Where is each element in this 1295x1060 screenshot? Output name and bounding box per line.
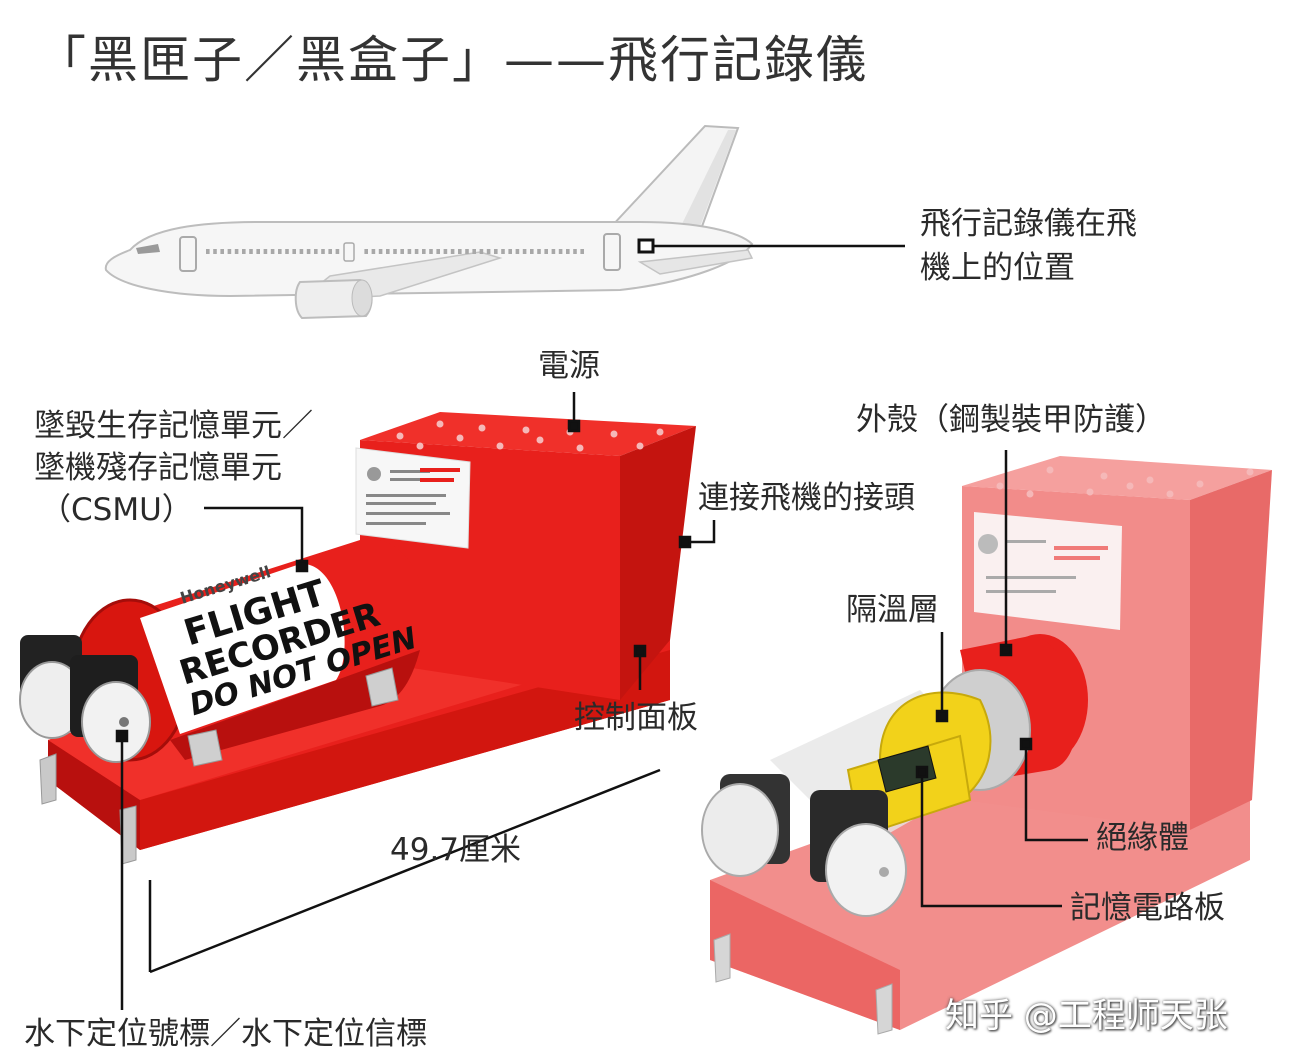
cabin-window — [393, 249, 397, 254]
cabin-window — [299, 249, 304, 254]
leader-lines — [115, 392, 1088, 1010]
cabin-window — [213, 249, 217, 254]
rivet — [610, 430, 618, 438]
cabin-window — [580, 249, 584, 254]
rivet — [1046, 466, 1054, 474]
cabin-window — [227, 249, 232, 254]
cabin-window — [530, 249, 534, 254]
label-shell: 外殼（鋼製裝甲防護） — [856, 402, 1166, 438]
cabin-window — [278, 249, 282, 254]
cabin-window — [321, 249, 325, 254]
rivet — [396, 432, 404, 440]
cabin-window — [371, 249, 376, 254]
label-recorder-location: 飛行記錄儀在飛 — [920, 206, 1137, 242]
cabin-window — [558, 249, 563, 254]
rivet — [456, 434, 464, 442]
cabin-window — [501, 249, 505, 254]
cabin-window — [436, 249, 440, 254]
cabin-window — [472, 249, 476, 254]
cabin-window — [263, 249, 268, 254]
cabin-window — [206, 249, 210, 254]
cabin-window — [544, 249, 548, 254]
cabin-window — [249, 249, 253, 254]
rivet — [416, 442, 424, 450]
label-memory-board: 記憶電路板 — [1070, 890, 1225, 926]
rivet — [996, 482, 1004, 490]
rivet — [576, 444, 584, 452]
top-rivets — [996, 466, 1254, 498]
cabin-window — [285, 249, 289, 254]
label-length: 49.7厘米 — [390, 832, 522, 868]
rivet — [478, 424, 486, 432]
cabin-window — [573, 249, 577, 254]
cabin-window — [335, 249, 340, 254]
cabin-window — [479, 249, 484, 254]
watermark: 知乎 @工程师天张 — [945, 996, 1228, 1036]
cabin-window — [422, 249, 426, 254]
rivet — [1100, 472, 1108, 480]
cabin-window — [515, 249, 520, 254]
cabin-window — [242, 249, 246, 254]
label-control-panel: 控制面板 — [574, 700, 698, 736]
label-beacon: 水下定位號標／水下定位信標 — [24, 1016, 427, 1052]
rivet — [1026, 490, 1034, 498]
label-csmu-1: 墜毀生存記憶單元／ — [34, 408, 313, 444]
cabin-window — [292, 249, 296, 254]
cabin-window — [443, 249, 448, 254]
rivet — [436, 420, 444, 428]
cabin-window — [450, 249, 455, 254]
cabin-window — [234, 249, 239, 254]
rivet — [496, 442, 504, 450]
cabin-window — [270, 249, 275, 254]
rivet — [1086, 488, 1094, 496]
rivet — [522, 426, 530, 434]
cabin-window — [256, 249, 260, 254]
cabin-window — [407, 249, 412, 254]
cabin-window — [378, 249, 383, 254]
label-csmu-2: 墜機殘存記憶單元 — [34, 450, 282, 486]
rivet — [1126, 482, 1134, 490]
cabin-window — [429, 249, 433, 254]
rivet — [656, 428, 664, 436]
cabin-window — [306, 249, 311, 254]
label-power: 電源 — [538, 348, 600, 384]
right-recorder-cutaway — [701, 456, 1272, 1035]
cabin-window — [494, 249, 498, 254]
rivet — [636, 442, 644, 450]
top-rivets — [396, 420, 664, 452]
cabin-window — [220, 249, 224, 254]
cabin-window — [537, 249, 541, 254]
cabin-window — [400, 249, 404, 254]
cabin-window — [566, 249, 570, 254]
cabin-window — [314, 249, 318, 254]
rivet — [1166, 490, 1174, 498]
rivet — [1246, 468, 1254, 476]
cabin-window — [465, 249, 469, 254]
cabin-window — [551, 249, 556, 254]
cabin-window — [458, 249, 462, 254]
cabin-windows — [206, 249, 584, 254]
cabin-window — [364, 249, 368, 254]
cabin-window — [486, 249, 491, 254]
label-csmu-3: （CSMU） — [40, 492, 193, 528]
cabin-window — [508, 249, 512, 254]
page-title: 「黑匣子／黑盒子」——飛行記錄儀 — [36, 31, 868, 89]
label-insulation: 隔溫層 — [846, 592, 939, 628]
label-recorder-location-2: 機上的位置 — [920, 250, 1075, 286]
cabin-window — [522, 249, 527, 254]
rivet — [1196, 480, 1204, 488]
cabin-window — [386, 249, 390, 254]
left-recorder — [19, 412, 696, 865]
rivet — [536, 436, 544, 444]
label-insulator: 絕緣體 — [1096, 820, 1189, 856]
airplane — [104, 124, 905, 320]
label-connector: 連接飛機的接頭 — [698, 480, 915, 516]
cabin-window — [328, 249, 332, 254]
rivet — [1146, 476, 1154, 484]
cabin-window — [414, 249, 419, 254]
